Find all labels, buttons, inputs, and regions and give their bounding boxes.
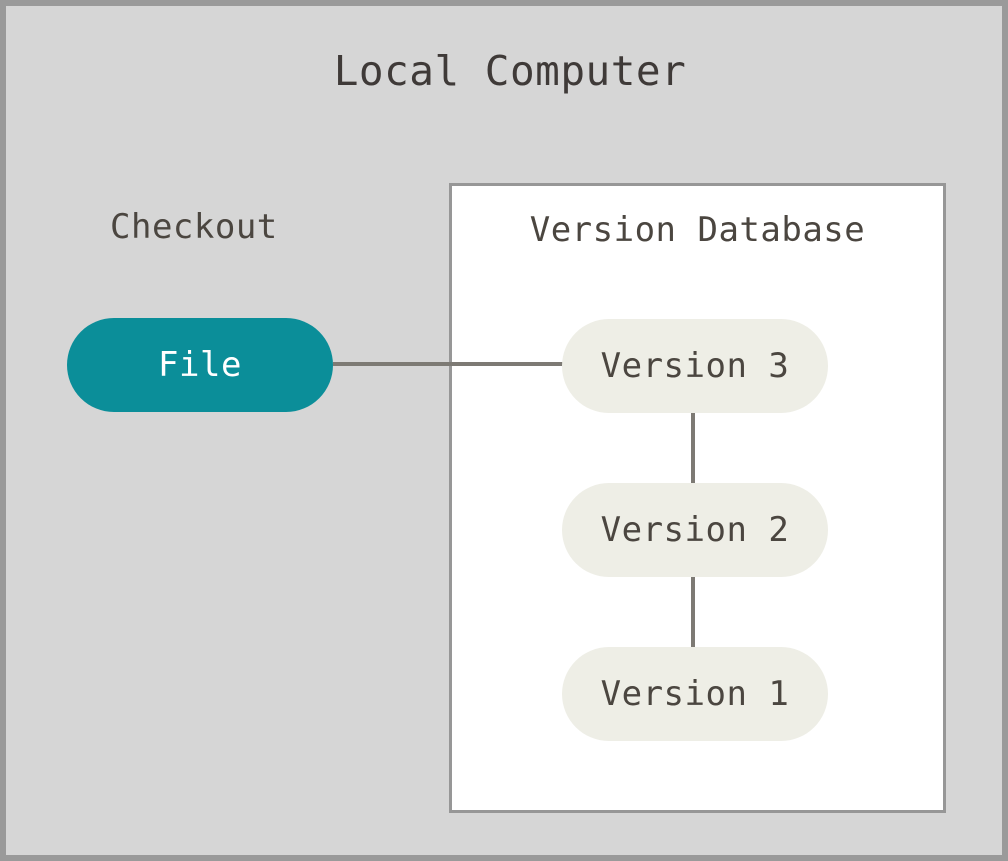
node-version-2-label: Version 2 — [600, 510, 790, 550]
connector-file-to-version-3 — [333, 362, 564, 366]
node-version-1[interactable]: Version 1 — [562, 647, 828, 741]
node-version-2[interactable]: Version 2 — [562, 483, 828, 577]
node-version-1-label: Version 1 — [600, 674, 790, 714]
node-version-3-label: Version 3 — [600, 346, 790, 386]
version-database-title: Version Database — [529, 210, 866, 250]
page-title: Local Computer — [333, 47, 687, 95]
node-file-label: File — [158, 345, 242, 385]
connector-version-2-to-version-1 — [691, 571, 695, 655]
node-version-3[interactable]: Version 3 — [562, 319, 828, 413]
connector-version-3-to-version-2 — [691, 406, 695, 490]
node-file[interactable]: File — [67, 318, 333, 412]
checkout-section-label: Checkout — [110, 207, 278, 247]
